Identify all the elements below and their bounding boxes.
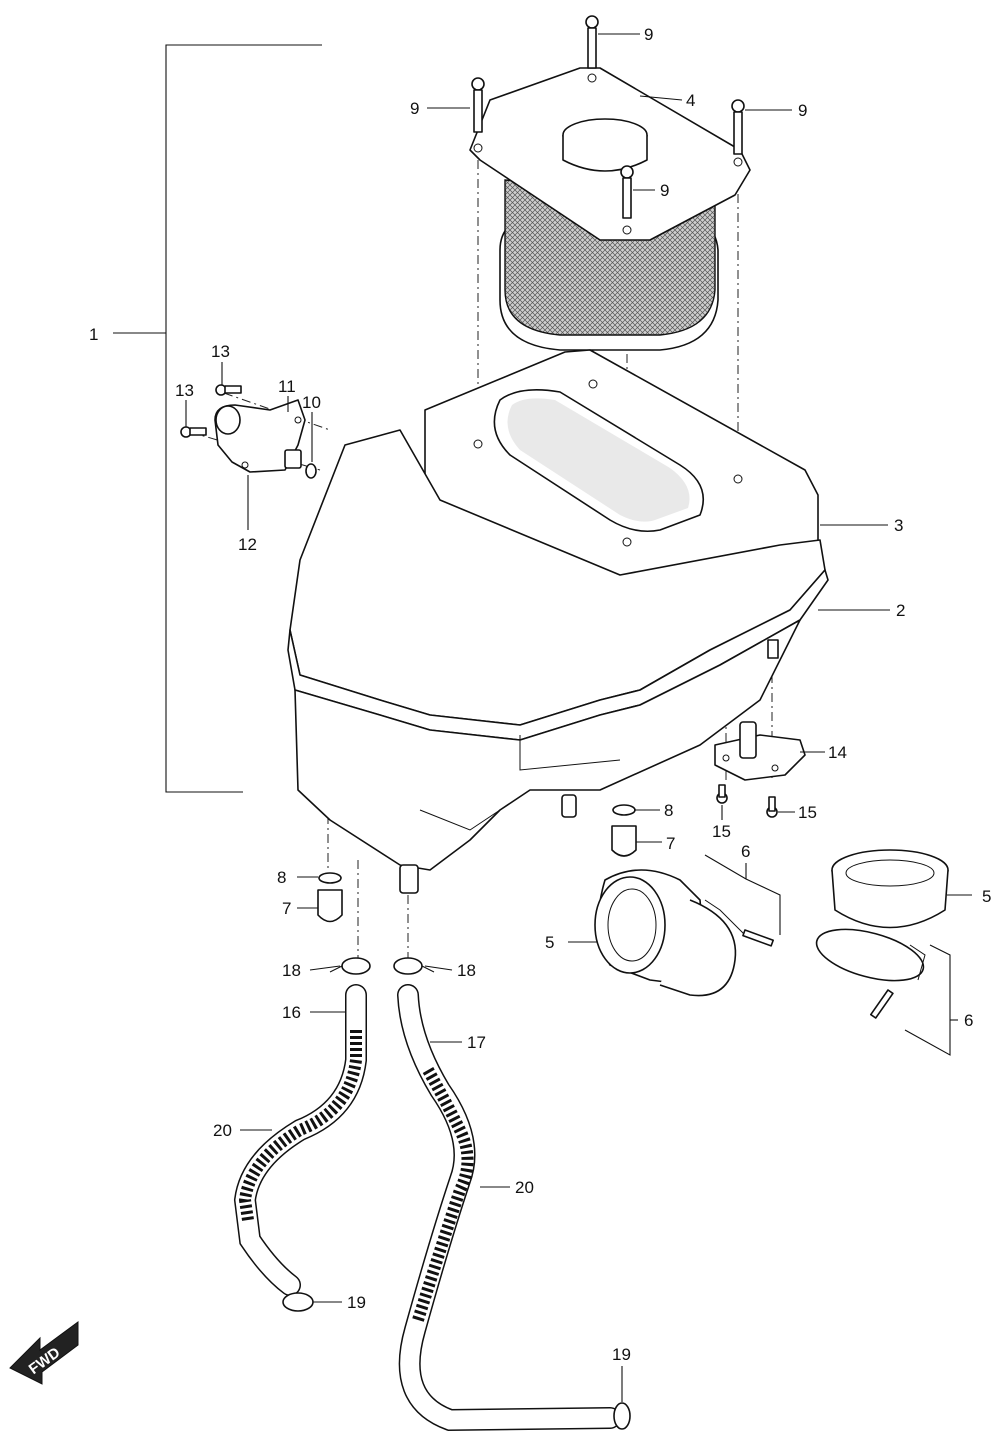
callout-8-left: 8 <box>277 868 286 887</box>
callout-1: 1 <box>89 325 98 344</box>
drain-cap-left <box>317 872 343 923</box>
drain-hose-left <box>233 984 367 1296</box>
callout-7-right: 7 <box>666 834 675 853</box>
assembly-bracket <box>113 44 322 793</box>
callout-6-brackets <box>704 854 958 1056</box>
air-box-cover <box>424 349 819 611</box>
leader-lines <box>185 33 972 1402</box>
idle-control-valve <box>214 399 306 473</box>
hose-clamp-18-right <box>393 957 435 975</box>
screw-icon <box>620 165 634 219</box>
callout-7-left: 7 <box>282 899 291 918</box>
callout-5-right: 5 <box>982 887 991 906</box>
screw-icon <box>766 796 778 818</box>
callout-19-bottom: 19 <box>612 1345 631 1364</box>
callout-6-left: 6 <box>741 842 750 861</box>
callout-6-right: 6 <box>964 1011 973 1030</box>
screw-icon <box>731 99 745 155</box>
callout-17: 17 <box>467 1033 486 1052</box>
callout-13-top: 13 <box>211 342 230 361</box>
callout-13-left: 13 <box>175 381 194 400</box>
callout-9-center: 9 <box>660 181 669 200</box>
air-box-body <box>287 429 829 894</box>
callout-18-right: 18 <box>457 961 476 980</box>
callout-12: 12 <box>238 535 257 554</box>
screw-13-group <box>180 384 242 438</box>
screw-icon <box>585 15 599 69</box>
callout-5-left: 5 <box>545 933 554 952</box>
screw-icon <box>471 77 485 133</box>
screw-9-group <box>471 15 745 219</box>
callout-9-top: 9 <box>644 25 653 44</box>
callout-19-left: 19 <box>347 1293 366 1312</box>
callout-15-right: 15 <box>798 803 817 822</box>
callout-3: 3 <box>894 516 903 535</box>
clamp-screw-6-right <box>869 989 894 1019</box>
screw-icon <box>716 784 728 804</box>
callout-20-left: 20 <box>213 1121 232 1140</box>
callout-15-left: 15 <box>712 822 731 841</box>
screw-icon <box>215 384 242 396</box>
callout-20-right: 20 <box>515 1178 534 1197</box>
intake-sensor <box>714 721 806 781</box>
callout-2: 2 <box>896 601 905 620</box>
hose-clamp-18-left <box>329 957 371 975</box>
callout-16: 16 <box>282 1003 301 1022</box>
o-ring-10 <box>305 463 317 479</box>
intake-boot-left <box>594 869 746 997</box>
drain-cap-right <box>611 804 637 857</box>
drain-hose-right <box>397 984 621 1432</box>
clamp-screw-6-left <box>742 929 774 947</box>
callout-4: 4 <box>686 91 695 110</box>
fwd-arrow-icon: FWD <box>9 1321 79 1385</box>
screw-icon <box>180 426 207 438</box>
hose-clip-19-left <box>282 1292 314 1312</box>
callout-11: 11 <box>278 377 296 396</box>
screw-15-group <box>716 784 778 818</box>
air-filter-element <box>469 67 751 351</box>
callout-14: 14 <box>828 743 847 762</box>
callout-9-left: 9 <box>410 99 419 118</box>
callout-8-right: 8 <box>664 801 673 820</box>
callout-9-right: 9 <box>798 101 807 120</box>
callout-18-left: 18 <box>282 961 301 980</box>
hose-clip-19-right <box>613 1402 631 1430</box>
callout-labels: 1 2 3 4 5 5 6 6 7 7 8 8 9 9 9 9 10 11 12… <box>89 25 991 1364</box>
callout-10: 10 <box>302 393 321 412</box>
intake-boot-right <box>815 849 949 982</box>
